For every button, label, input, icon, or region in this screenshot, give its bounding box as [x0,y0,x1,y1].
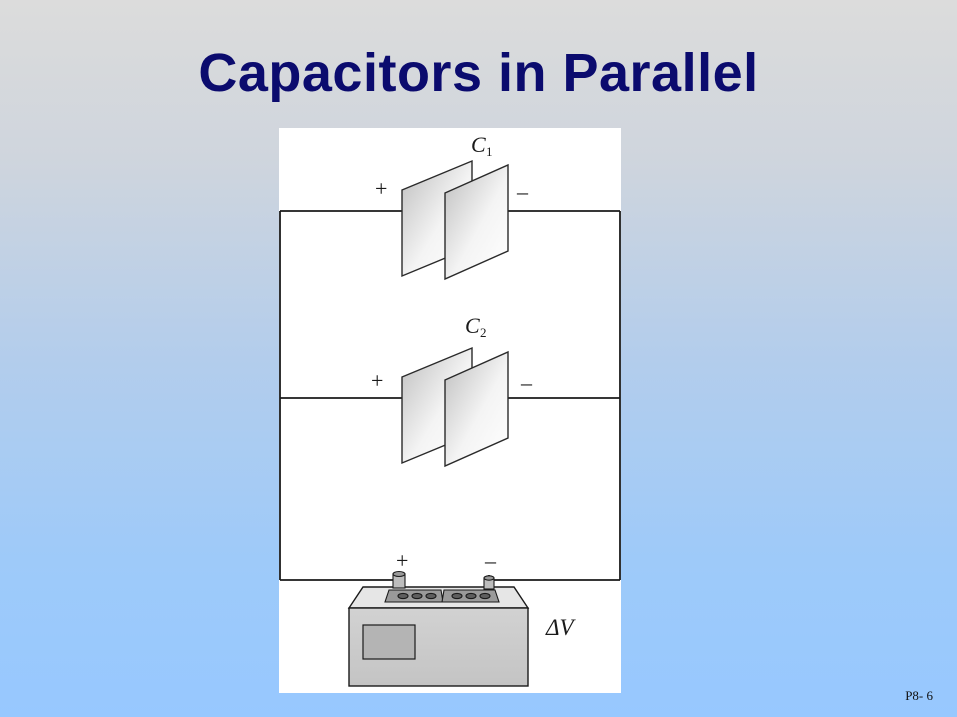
battery-vent [479,592,491,600]
battery: + – ΔV [347,548,576,687]
battery-vent [451,592,463,600]
c2-minus-sign: – [520,370,533,395]
battery-vent [411,592,423,600]
c2-label: C [465,313,480,338]
capacitor-c2: C 2 + – [371,313,533,468]
slide-number: P8- 6 [905,688,933,703]
battery-terminal-positive [392,570,406,589]
c2-plus-sign: + [371,368,383,393]
battery-minus-sign: – [484,548,497,573]
slide-title: Capacitors in Parallel [198,43,759,103]
battery-label-window [362,624,416,660]
circuit-diagram: C 1 + – C 2 + – [279,132,621,687]
c1-subscript: 1 [486,144,493,159]
battery-voltage-label: ΔV [545,615,576,640]
battery-terminal-negative [483,575,495,590]
battery-vent [397,592,409,600]
battery-vent [465,592,477,600]
battery-plus-sign: + [396,548,408,573]
capacitor-c1: C 1 + – [375,132,529,281]
c2-negative-plate [444,350,509,468]
c2-subscript: 2 [480,325,487,340]
c1-label: C [471,132,486,157]
battery-vent [425,592,437,600]
circuit-figure: C 1 + – C 2 + – [279,128,621,693]
c1-negative-plate [444,163,509,281]
c1-minus-sign: – [516,179,529,204]
c1-plus-sign: + [375,176,387,201]
battery-cell-caps [384,589,500,603]
